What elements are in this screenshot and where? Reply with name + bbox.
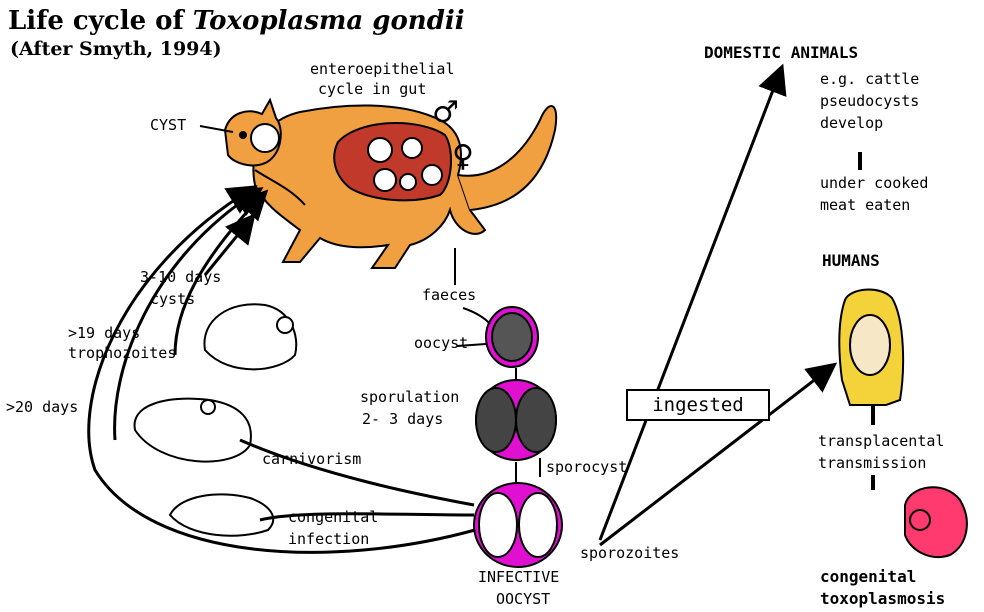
label-3-10-days: 3-10 days <box>140 268 221 286</box>
male-symbol: ♂ <box>432 98 459 128</box>
label-transplacental: transplacental <box>818 432 944 450</box>
label-pseudocysts: pseudocysts <box>820 92 919 110</box>
fetus-illustration <box>905 487 967 557</box>
label-cysts: cysts <box>150 290 195 308</box>
label-congenital: congenital <box>288 508 378 526</box>
label-oocyst-infective: OOCYST <box>496 590 550 608</box>
label-transmission: transmission <box>818 454 926 472</box>
label-under-cooked: under cooked <box>820 174 928 192</box>
oocyst-stages <box>474 307 562 567</box>
label-trophozoites: trophozoites <box>68 344 176 362</box>
label-carnivorism: carnivorism <box>262 450 361 468</box>
label-sporozoites: sporozoites <box>580 544 679 562</box>
label-enteroepithelial: enteroepithelial <box>310 60 455 78</box>
human-head-illustration <box>839 290 903 405</box>
label-infective: INFECTIVE <box>478 568 559 586</box>
label-sporocyst: sporocyst <box>546 458 627 476</box>
citation: (After Smyth, 1994) <box>10 40 222 58</box>
cycle-arrows <box>89 72 873 552</box>
ingested-label: ingested <box>652 394 744 416</box>
cat-illustration <box>225 100 556 268</box>
label-cyst: CYST <box>150 116 186 134</box>
ingested-box: ingested <box>626 389 770 421</box>
label-infection: infection <box>288 530 369 548</box>
label-20-days: >20 days <box>6 398 78 416</box>
label-meat-eaten: meat eaten <box>820 196 910 214</box>
species-name: Toxoplasma gondii <box>193 6 465 36</box>
label-faeces: faeces <box>422 286 476 304</box>
label-toxoplasmosis: toxoplasmosis <box>820 590 945 608</box>
female-symbol: ♀ <box>452 142 474 172</box>
label-19-days: >19 days <box>68 324 140 342</box>
label-congenital-result: congenital <box>820 568 916 586</box>
rodent-illustrations <box>135 304 297 535</box>
label-cycle-in-gut: cycle in gut <box>318 80 426 98</box>
label-eg-cattle: e.g. cattle <box>820 70 919 88</box>
label-develop: develop <box>820 114 883 132</box>
label-oocyst: oocyst <box>414 334 468 352</box>
label-sporulation: sporulation <box>360 388 459 406</box>
diagram-title: Life cycle of Toxoplasma gondii <box>8 6 465 36</box>
domestic-animals-heading: DOMESTIC ANIMALS <box>704 44 858 62</box>
humans-heading: HUMANS <box>822 252 880 270</box>
label-sporulation-days: 2- 3 days <box>362 410 443 428</box>
